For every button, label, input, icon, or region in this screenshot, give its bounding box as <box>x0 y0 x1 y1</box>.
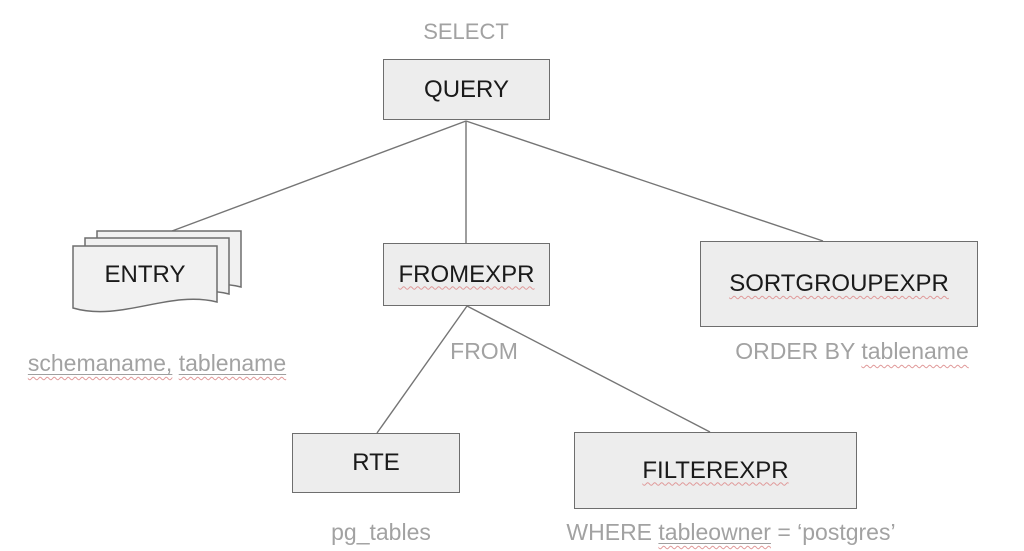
document-shape-front <box>72 245 218 313</box>
node-filterexpr-label: FILTEREXPR <box>642 456 789 484</box>
connector-fromexpr-filterexpr <box>466 305 711 433</box>
order-by-prefix: ORDER BY <box>735 338 862 364</box>
node-rte-label: RTE <box>352 449 400 476</box>
rte-table-annotation: pg_tables <box>331 519 431 545</box>
node-fromexpr-label: FROMEXPR <box>398 260 535 288</box>
connector-fromexpr-rte <box>376 305 468 434</box>
order-by-annotation: ORDER BY tablename <box>735 338 969 365</box>
where-prefix: WHERE <box>566 519 659 545</box>
node-query-label: QUERY <box>424 75 509 103</box>
node-sortgroupexpr: SORTGROUPEXPR <box>700 241 978 327</box>
node-query: QUERY <box>383 59 550 120</box>
node-entry-label: ENTRY <box>104 261 186 288</box>
node-entry: ENTRY <box>73 246 217 304</box>
tablename-field: tablename <box>178 350 287 376</box>
schemaname-field: schemaname, <box>27 350 173 376</box>
node-rte: RTE <box>292 433 460 493</box>
node-sortgroupexpr-label: SORTGROUPEXPR <box>729 270 949 297</box>
node-fromexpr: FROMEXPR <box>383 243 550 306</box>
entry-fields-annotation: schemaname, tablename <box>28 350 286 377</box>
where-field: tableowner <box>658 519 771 545</box>
order-by-field: tablename <box>861 338 969 364</box>
where-suffix: = ‘postgres’ <box>770 519 896 545</box>
connector-query-sortgroupexpr <box>465 120 824 242</box>
node-filterexpr: FILTEREXPR <box>574 432 857 509</box>
from-annotation: FROM <box>450 338 518 364</box>
select-annotation: SELECT <box>423 19 509 44</box>
connector-query-entry <box>171 120 467 232</box>
where-annotation: WHERE tableowner = ‘postgres’ <box>566 519 895 546</box>
